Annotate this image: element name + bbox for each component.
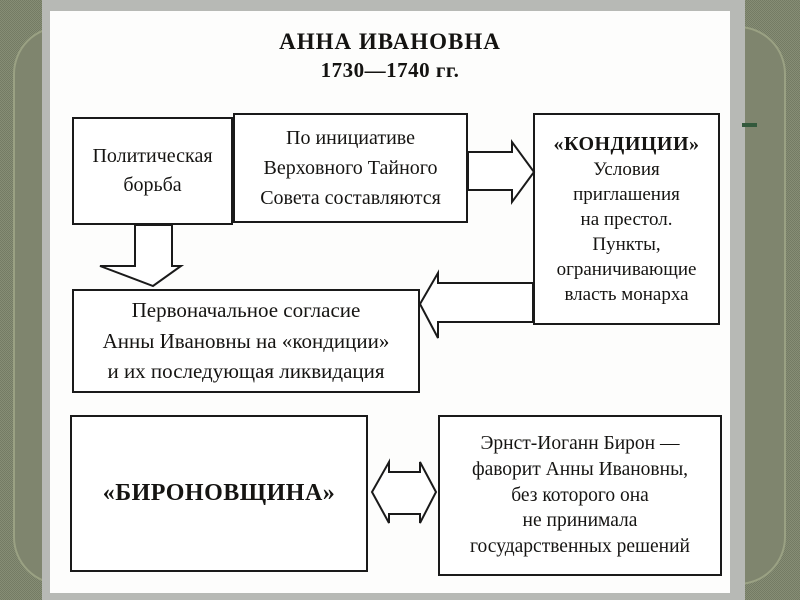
box-conditions-body: Условия приглашения на престол. Пункты, … (556, 158, 697, 306)
box-initial-consent-text: Первоначальное согласие Анны Ивановны на… (102, 298, 390, 384)
box-biron-favorite-text: Эрнст-Иоганн Бирон — фаворит Анны Иванов… (470, 433, 690, 558)
box-conditions: «КОНДИЦИИ» Условия приглашения на престо… (533, 113, 720, 325)
accent-dash (742, 123, 757, 127)
slide-subtitle: 1730—1740 гг. (320, 58, 460, 83)
box-biron-favorite: Эрнст-Иоганн Бирон — фаворит Анны Иванов… (438, 415, 722, 576)
box-initial-consent: Первоначальное согласие Анны Ивановны на… (72, 289, 420, 393)
slide-title-block: АННА ИВАНОВНА 1730—1740 гг. (50, 27, 730, 85)
box-initiative: По инициативе Верховного Тайного Совета … (233, 113, 468, 223)
slide-title: АННА ИВАНОВНА (279, 29, 501, 54)
box-political-struggle: Политическая борьба (72, 117, 233, 225)
box-initiative-text: По инициативе Верховного Тайного Совета … (260, 127, 441, 209)
box-political-struggle-text: Политическая борьба (92, 145, 213, 196)
box-conditions-heading: «КОНДИЦИИ» (553, 132, 700, 155)
box-bironovshchina: «БИРОНОВЩИНА» (70, 415, 368, 572)
box-bironovshchina-text: «БИРОНОВЩИНА» (102, 480, 336, 506)
